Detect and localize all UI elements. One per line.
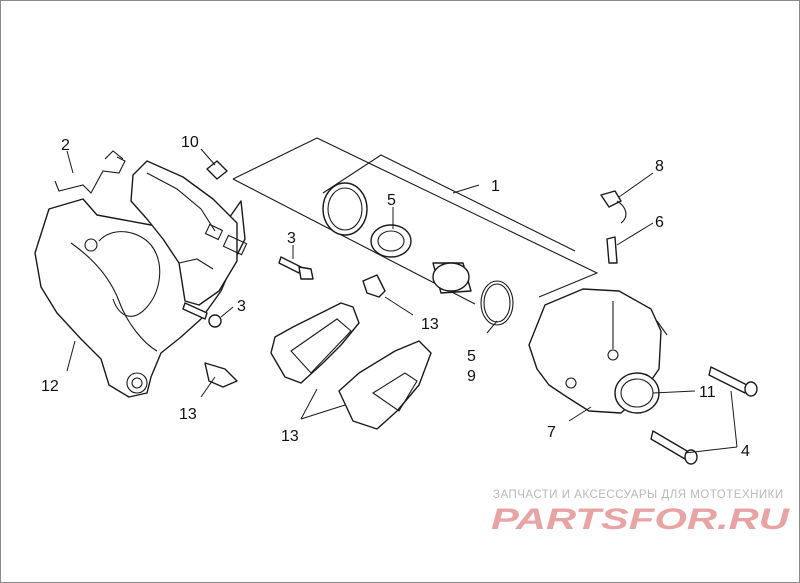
leader-lines xyxy=(66,148,738,454)
callout-12: 12 xyxy=(41,378,59,395)
callout-13-clip-upper: 13 xyxy=(421,316,439,333)
callout-11: 11 xyxy=(699,384,716,401)
piston xyxy=(432,262,472,294)
watermark-logo-text: PARTSFOR.RU xyxy=(491,503,791,536)
pad-clip-upper xyxy=(362,274,386,298)
callout-13-clip-lower: 13 xyxy=(179,406,197,423)
bolt-upper xyxy=(278,256,314,280)
callout-3-upper: 3 xyxy=(287,230,296,247)
callout-10: 10 xyxy=(181,134,199,151)
callout-6: 6 xyxy=(655,214,664,231)
callout-13-pads: 13 xyxy=(281,428,299,445)
callout-3-lower: 3 xyxy=(237,298,246,315)
callout-7: 7 xyxy=(547,424,556,441)
callout-8: 8 xyxy=(655,158,664,175)
callout-5-lower: 5 xyxy=(467,348,476,365)
callout-9: 9 xyxy=(467,368,476,385)
brake-pad-right xyxy=(338,340,432,430)
bleed-screw-cap xyxy=(600,190,627,224)
bolt-lower xyxy=(182,302,222,328)
bleed-screw xyxy=(606,236,618,264)
dust-seal xyxy=(370,224,412,258)
brake-pad-left xyxy=(270,302,360,384)
o-ring xyxy=(480,280,514,326)
slide-pin-upper xyxy=(708,366,758,397)
watermark-caption: ЗАПЧАСТИ И АКСЕССУАРЫ ДЛЯ МОТОТЕХНИКИ xyxy=(493,489,784,501)
piston-seal-ring xyxy=(322,182,368,236)
callout-2: 2 xyxy=(61,137,70,154)
callout-4: 4 xyxy=(741,443,750,460)
slide-pin-lower xyxy=(650,430,698,465)
callout-1: 1 xyxy=(491,178,500,195)
caliper-bracket xyxy=(34,160,248,398)
caliper-body xyxy=(528,288,668,414)
retaining-spring xyxy=(54,150,126,194)
pad-clip-lower xyxy=(204,362,238,388)
callout-5-upper: 5 xyxy=(387,192,396,209)
